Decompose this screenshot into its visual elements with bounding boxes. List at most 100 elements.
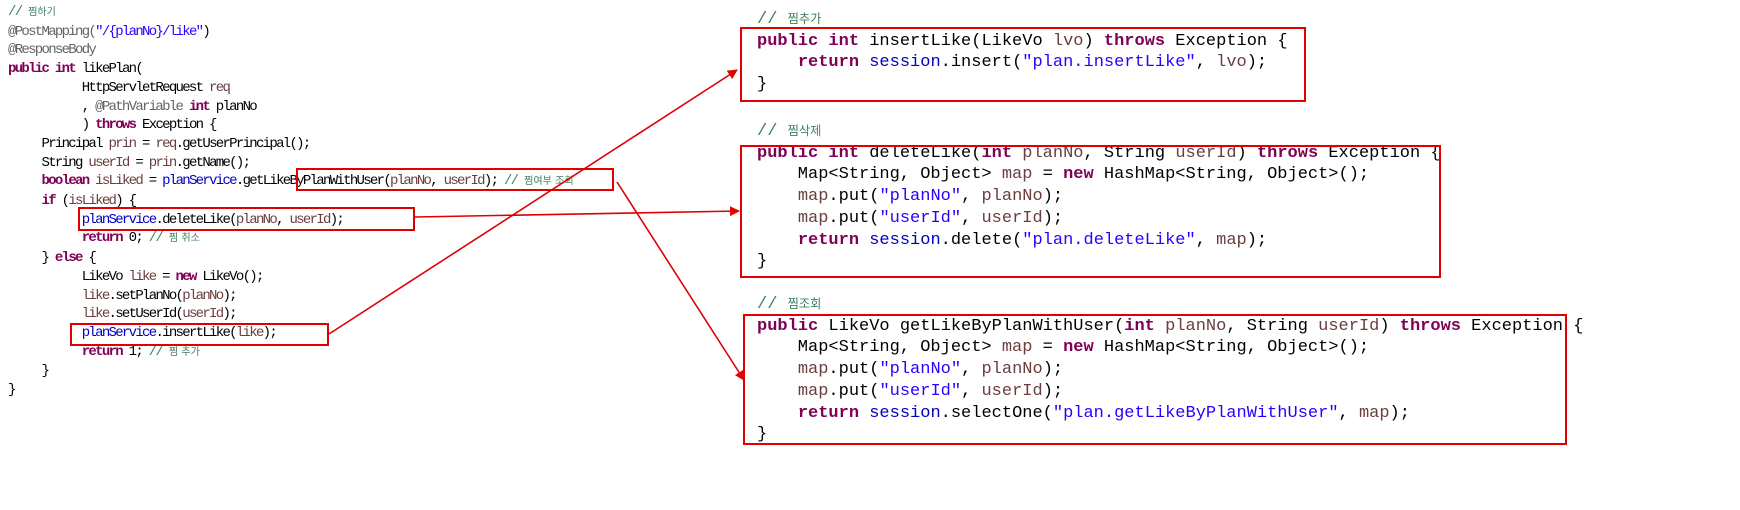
arrow-delete-like	[414, 206, 740, 218]
highlight-delete-like-method	[740, 145, 1441, 278]
code-token: .selectOne(	[940, 403, 1053, 423]
code-comment: 찜삭제	[787, 124, 822, 138]
code-token: else	[54, 250, 84, 267]
code-token: public	[757, 143, 819, 163]
code-token: lvo	[1216, 53, 1247, 73]
code-token: public	[8, 61, 50, 78]
code-token: LikeVo getLikeByPlanWithUser(	[818, 316, 1125, 336]
code-line: }	[757, 251, 1441, 273]
code-token: LikeVo	[8, 268, 129, 285]
code-line: like.setPlanNo(planNo);	[8, 287, 574, 306]
code-token: throws	[1256, 143, 1319, 163]
code-token: );	[329, 211, 345, 228]
code-comment: //	[148, 230, 169, 247]
code-token: userId	[981, 381, 1043, 401]
code-token: public	[757, 31, 819, 51]
code-token: HashMap<String, Object>();	[1093, 165, 1370, 185]
code-token: int	[188, 98, 211, 115]
code-line: return 0; // 찜 취소	[8, 229, 574, 249]
code-line: String userId = prin.getName();	[8, 154, 574, 173]
code-line: // 찜추가	[757, 9, 1288, 31]
code-token: );	[222, 287, 237, 304]
code-token: 1;	[121, 343, 149, 360]
code-line: planService.deleteLike(planNo, userId);	[8, 211, 574, 230]
code-token: , String	[1083, 143, 1176, 163]
code-token: @PostMapping(	[8, 23, 97, 40]
code-line: @PostMapping("/{planNo}/like")	[8, 23, 574, 42]
code-token: String	[8, 154, 89, 171]
code-line: @ResponseBody	[8, 41, 574, 60]
code-token: map	[1001, 338, 1033, 358]
code-token: );	[1389, 403, 1410, 423]
code-line: map.put("userId", userId);	[757, 381, 1583, 403]
highlight-insert-like-call	[70, 323, 329, 346]
code-token: ,	[961, 187, 982, 207]
code-token: Principal	[8, 135, 109, 152]
code-token: ,	[8, 98, 96, 115]
code-token: )	[1379, 316, 1400, 336]
code-comment: 찜조회	[787, 297, 822, 311]
code-line: public int deleteLike(int planNo, String…	[757, 143, 1441, 165]
code-line: map.put("planNo", planNo);	[757, 359, 1583, 381]
code-token: userId	[182, 306, 224, 323]
code-token: req	[155, 135, 177, 152]
code-token: "userId"	[879, 208, 962, 228]
code-line: LikeVo like = new LikeVo();	[8, 268, 574, 287]
code-token: )	[202, 23, 210, 40]
code-token: )	[8, 117, 96, 134]
code-token: lvo	[1052, 31, 1084, 51]
code-token: Exception {	[1318, 143, 1441, 163]
code-token: map	[1358, 403, 1390, 423]
code-token: );	[1042, 208, 1064, 228]
code-token: .getLikeByPlanWithUser(	[235, 173, 392, 190]
code-token: map	[797, 360, 829, 380]
code-line: // 찜하기	[8, 3, 574, 23]
code-token: }	[8, 382, 16, 399]
code-token: userId	[1318, 316, 1380, 336]
code-token: .insert(	[940, 53, 1023, 73]
code-token: );	[262, 324, 278, 341]
code-token: =	[1032, 338, 1064, 358]
code-token: map	[797, 208, 829, 228]
code-line: boolean isLiked = planService.getLikeByP…	[8, 172, 574, 192]
code-token: .deleteLike(	[155, 211, 237, 228]
code-token: =	[142, 173, 163, 190]
arrow-insert-like	[328, 69, 738, 335]
code-line: public LikeVo getLikeByPlanWithUser(int …	[757, 316, 1583, 338]
code-token: }	[757, 75, 768, 95]
code-token: planNo	[235, 211, 278, 228]
code-line: Map<String, Object> map = new HashMap<St…	[757, 164, 1441, 186]
code-token: }	[8, 250, 55, 267]
code-comment: 찜 취소	[168, 233, 200, 245]
code-token: planNo	[390, 173, 432, 190]
code-token: .setPlanNo(	[108, 287, 184, 304]
code-token: Exception {	[135, 117, 217, 134]
code-token: planNo	[1022, 143, 1084, 163]
code-token: @PathVariable	[95, 98, 184, 115]
code-token: planNo	[981, 187, 1043, 207]
code-token: int	[828, 31, 860, 51]
code-token: Map<String, Object>	[757, 338, 1002, 358]
code-token: .put(	[828, 360, 880, 380]
code-token: return	[797, 53, 860, 73]
code-token: planNo	[209, 98, 258, 115]
code-token: userId	[443, 173, 486, 190]
code-token: ,	[1195, 53, 1217, 73]
code-line: Principal prin = req.getUserPrincipal();	[8, 135, 574, 154]
code-token: ,	[1338, 403, 1359, 423]
code-line: // 찜삭제	[757, 121, 1441, 143]
code-token: int	[981, 143, 1013, 163]
code-token: }	[757, 425, 768, 445]
code-token: new	[175, 268, 198, 285]
code-token: )	[1083, 31, 1104, 51]
code-comment: //	[8, 4, 29, 20]
code-token: "/{planNo}/like"	[95, 23, 204, 40]
code-token: int	[828, 143, 860, 163]
code-token: "planNo"	[879, 360, 962, 380]
highlight-delete-like-call	[78, 207, 415, 231]
code-token: deleteLike(	[859, 143, 982, 163]
code-token: planNo	[182, 287, 224, 304]
